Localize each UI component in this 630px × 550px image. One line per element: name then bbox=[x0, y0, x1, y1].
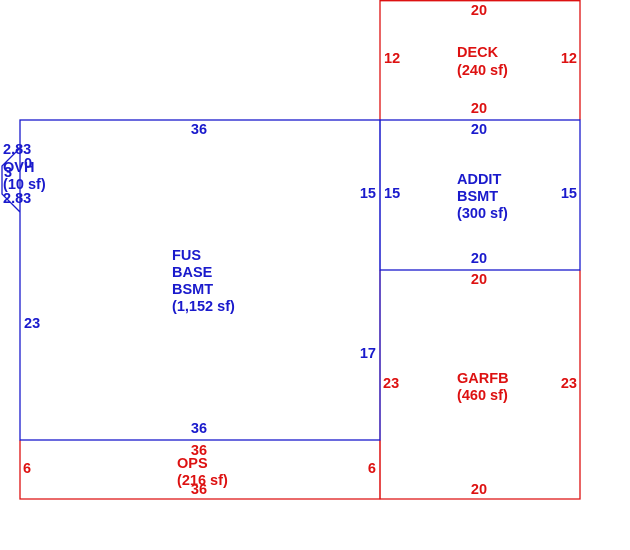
garfb-label: GARFB bbox=[457, 371, 509, 387]
addit-dim-right: 15 bbox=[561, 186, 577, 202]
fus-dim-top: 36 bbox=[191, 122, 207, 138]
garfb-dim-right: 23 bbox=[561, 376, 577, 392]
ovh-area[interactable]: 2.83 3 0 OVH (10 sf) 2.83 bbox=[1, 142, 46, 213]
deck-dim-bottom: 20 bbox=[471, 101, 487, 117]
deck-label: DECK bbox=[457, 45, 499, 61]
deck-dim-top: 20 bbox=[471, 3, 487, 19]
addit-outline bbox=[379, 119, 581, 271]
garfb-dim-bottom: 20 bbox=[471, 482, 487, 498]
deck-area[interactable]: 20 20 12 12 DECK (240 sf) bbox=[379, 0, 581, 120]
ovh-dim-mid-a: 3 bbox=[4, 165, 12, 181]
addit-area-value: (300 sf) bbox=[457, 206, 508, 222]
addit-area[interactable]: 20 20 15 15 ADDIT BSMT (300 sf) bbox=[379, 119, 581, 271]
garfb-area[interactable]: 20 20 23 23 GARFB (460 sf) bbox=[379, 270, 581, 500]
ops-dim-left: 6 bbox=[23, 461, 31, 477]
fus-outline bbox=[19, 119, 381, 441]
ovh-area-value: (10 sf) bbox=[3, 177, 46, 193]
ops-label: OPS bbox=[177, 456, 208, 472]
fus-label-line2: BASE bbox=[172, 265, 213, 281]
fus-dim-bottom: 36 bbox=[191, 421, 207, 437]
deck-outline bbox=[379, 0, 581, 120]
deck-dim-right: 12 bbox=[561, 51, 577, 67]
ovh-dim-top: 2.83 bbox=[3, 142, 31, 158]
deck-area-value: (240 sf) bbox=[457, 63, 508, 79]
ops-area[interactable]: 36 36 6 6 OPS (216 sf) bbox=[19, 440, 381, 500]
ops-area-value: (216 sf) bbox=[177, 473, 228, 489]
fus-area-value: (1,152 sf) bbox=[172, 299, 235, 315]
garfb-dim-left: 23 bbox=[383, 376, 399, 392]
fus-dim-right-upper: 15 bbox=[360, 186, 376, 202]
fus-label-line3: BSMT bbox=[172, 282, 213, 298]
addit-label-line1: ADDIT bbox=[457, 172, 501, 188]
ovh-label: OVH bbox=[3, 160, 34, 176]
fus-area[interactable]: 36 36 23 15 17 FUS BASE BSMT (1,152 sf) bbox=[19, 119, 381, 441]
ops-dim-top: 36 bbox=[191, 443, 207, 459]
fus-label-line1: FUS bbox=[172, 248, 201, 264]
ops-dim-right: 6 bbox=[368, 461, 376, 477]
garfb-area-value: (460 sf) bbox=[457, 388, 508, 404]
addit-dim-left: 15 bbox=[384, 186, 400, 202]
addit-dim-top: 20 bbox=[471, 122, 487, 138]
ovh-outline bbox=[1, 147, 21, 213]
fus-dim-left: 23 bbox=[24, 316, 40, 332]
ops-dim-bottom: 36 bbox=[191, 482, 207, 498]
addit-dim-bottom: 20 bbox=[471, 251, 487, 267]
fus-dim-right-lower: 17 bbox=[360, 346, 376, 362]
ops-outline bbox=[19, 440, 381, 500]
deck-dim-left: 12 bbox=[384, 51, 400, 67]
garfb-dim-top: 20 bbox=[471, 272, 487, 288]
ovh-dim-mid-b: 0 bbox=[24, 156, 32, 172]
addit-label-line2: BSMT bbox=[457, 189, 498, 205]
ovh-dim-bottom: 2.83 bbox=[3, 191, 31, 207]
